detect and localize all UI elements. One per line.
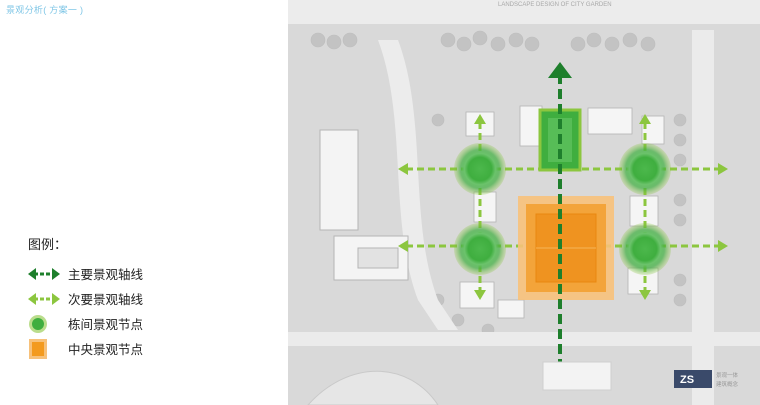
primary-axis-arrow-icon (28, 264, 62, 284)
green-node (454, 143, 506, 195)
road-curve (378, 40, 458, 330)
legend-label: 主要景观轴线 (68, 268, 144, 282)
company-logo: ZS 景观一体 建筑概念 (674, 370, 739, 388)
orange-node-icon (28, 338, 62, 359)
legend-label: 中央景观节点 (68, 343, 144, 357)
legend-title: 图例： (28, 237, 68, 252)
legend-label: 栋间景观节点 (68, 318, 144, 332)
plaza-curve (307, 370, 439, 405)
site-plan: LANDSCAPE DESIGN OF CITY GARDEN (288, 0, 760, 405)
building-landscape-nodes (454, 143, 671, 275)
site-plan-drawing: LANDSCAPE DESIGN OF CITY GARDEN (288, 0, 760, 405)
svg-text:景观一体: 景观一体 (716, 371, 739, 379)
building (319, 129, 359, 231)
legend-label: 次要景观轴线 (68, 293, 144, 307)
green-node-icon (28, 314, 62, 334)
road-bottom (288, 332, 760, 346)
green-node (619, 223, 671, 275)
bottom-plaza (542, 361, 612, 391)
secondary-axis-arrow-icon (28, 289, 62, 309)
central-landscape-node (518, 196, 614, 300)
legend-item-central-node: 中央景观节点 (28, 336, 143, 361)
site-top-band (288, 0, 760, 24)
green-node (619, 143, 671, 195)
legend: 图例： 主要景观轴线 次要景观轴线 栋间景观节点 (28, 234, 143, 361)
plan-header-text: LANDSCAPE DESIGN OF CITY GARDEN (498, 2, 612, 8)
road-right (692, 30, 714, 405)
legend-item-primary-axis: 主要景观轴线 (28, 261, 143, 286)
svg-text:建筑概念: 建筑概念 (716, 380, 739, 388)
page-title: 景观分析( 方案一 ) (6, 5, 84, 15)
legend-item-building-node: 栋间景观节点 (28, 311, 143, 336)
tree-canopy (310, 30, 687, 337)
svg-text:ZS: ZS (680, 374, 694, 386)
secondary-axis-arrowheads (398, 114, 728, 300)
green-node (454, 223, 506, 275)
legend-item-secondary-axis: 次要景观轴线 (28, 286, 143, 311)
building (357, 247, 399, 269)
